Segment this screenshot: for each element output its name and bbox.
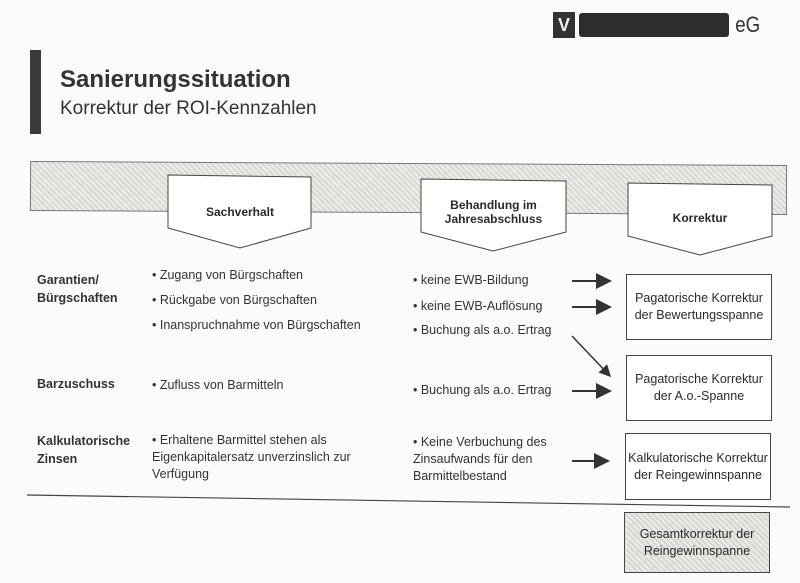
correction-box-reingewinn: Kalkulatorische Korrektur der Reingewinn… [625, 433, 771, 500]
fact-item: • Zufluss von Barmitteln [152, 378, 284, 392]
row-label-zinsen: Kalkulatorische Zinsen [37, 434, 131, 466]
row-label-barzuschuss: Barzuschuss [37, 377, 115, 391]
divider-line [26, 494, 791, 508]
redacted-name [579, 13, 729, 37]
treatment-item: • keine EWB-Bildung [413, 273, 529, 287]
column-header-korrektur: Korrektur [672, 211, 728, 225]
column-header-sachverhalt: Sachverhalt [205, 205, 275, 219]
fact-item: • Inanspruchnahme von Bürgschaften [152, 318, 361, 332]
treatment-item: • Keine Verbuchung des Zinsaufwands für … [413, 435, 547, 483]
column-header-behandlung: Behandlung im Jahresabschluss [444, 198, 543, 226]
treatment-item: • keine EWB-Auflösung [413, 299, 543, 313]
treatment-item: • Buchung als a.o. Ertrag [413, 383, 552, 397]
treatment-item: • Buchung als a.o. Ertrag [413, 323, 552, 337]
company-logo: V eG [553, 10, 762, 40]
fact-item: • Zugang von Bürgschaften [152, 268, 304, 282]
logo-mark-icon: V [553, 12, 575, 38]
page-subtitle: Korrektur der ROI-Kennzahlen [60, 98, 317, 119]
correction-box-ao: Pagatorische Korrektur der A.o.-Spanne [626, 355, 772, 421]
fact-item: • Rückgabe von Bürgschaften [152, 293, 317, 307]
fact-item: • Erhaltene Barmittel stehen als Eigenka… [152, 433, 351, 481]
total-correction-box: Gesamtkorrektur der Reingewinnspanne [624, 512, 770, 573]
page-title: Sanierungssituation [60, 66, 291, 93]
row-label-garantien: Garantien/ Bürgschaften [37, 273, 118, 305]
correction-box-bewertung: Pagatorische Korrektur der Bewertungsspa… [626, 274, 772, 340]
column-header-shape-behandlung [420, 178, 567, 252]
title-accent-bar [30, 50, 41, 134]
column-header-shape-korrektur [627, 182, 773, 256]
arrow-diagonal [571, 335, 612, 378]
logo-suffix: eG [735, 12, 761, 37]
column-header-shape-sachverhalt [167, 174, 312, 249]
